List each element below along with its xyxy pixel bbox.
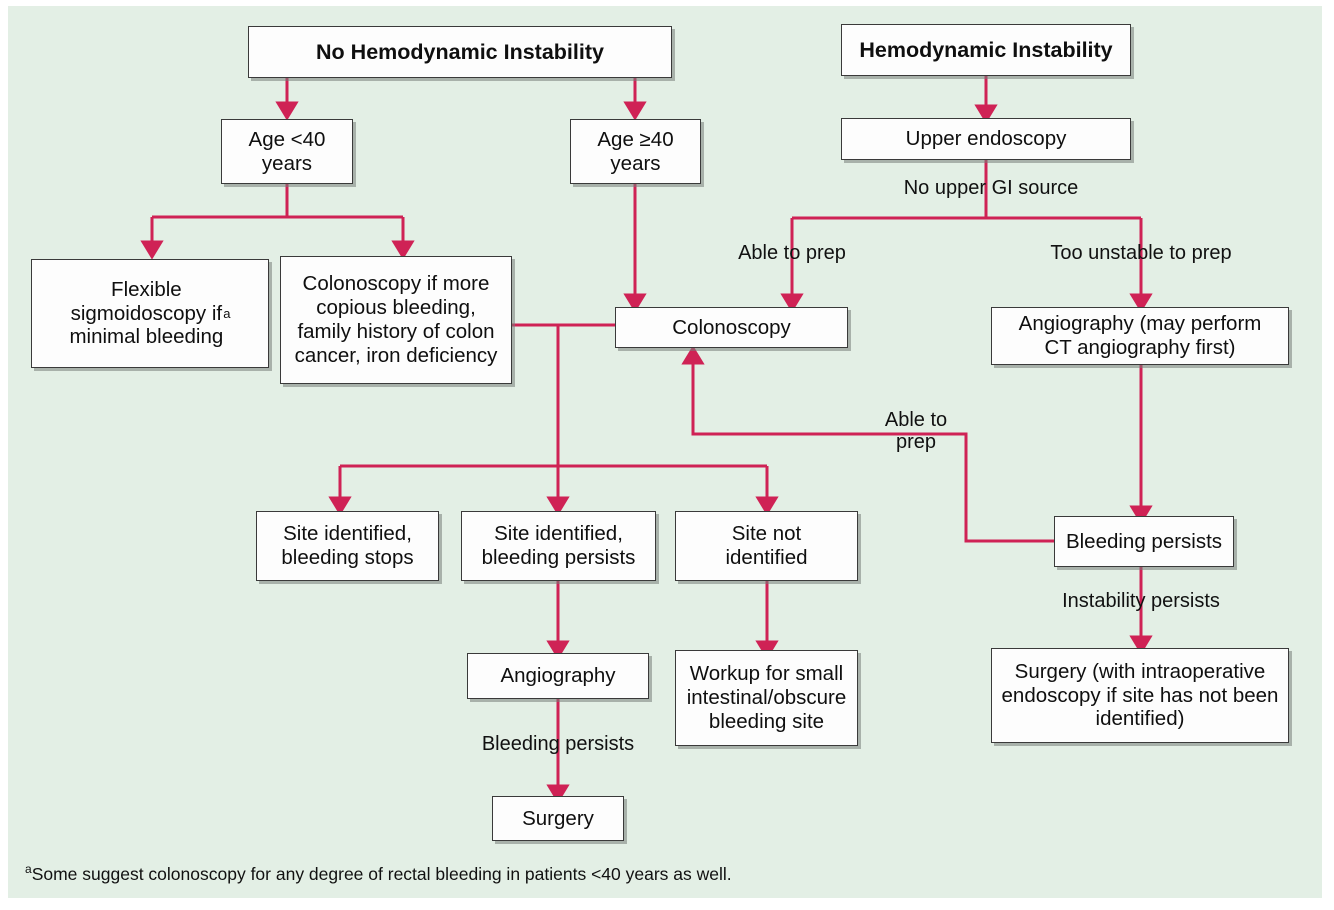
node-flexible-sigmoidoscopy-text: Flexible sigmoidoscopy if minimal bleedi… (69, 277, 224, 349)
footnote-superscript: a (25, 862, 32, 876)
node-workup-small-bowel: Workup for small intestinal/obscure blee… (675, 650, 858, 746)
node-site-not-identified: Site not identified (675, 511, 858, 581)
node-angiography-ct: Angiography (may perform CT angiography … (991, 307, 1289, 365)
edge-label-able-to-prep-mid: Able to prep (884, 409, 948, 454)
edge-label-too-unstable-to-prep: Too unstable to prep (1050, 242, 1232, 264)
edge-bleeding-persists-back-to-colonoscopy (681, 345, 1054, 543)
node-no-hemodynamic-instability: No Hemodynamic Instability (248, 26, 672, 78)
edge-label-no-upper-gi-source: No upper GI source (903, 177, 1079, 199)
node-surgery-intraoperative: Surgery (with intraoperative endoscopy i… (991, 648, 1289, 743)
edge-label-instability-persists: Instability persists (1062, 590, 1220, 612)
node-colonoscopy: Colonoscopy (615, 307, 848, 348)
node-bleeding-persists-right: Bleeding persists (1054, 516, 1234, 567)
node-angiography: Angiography (467, 653, 649, 699)
node-site-identified-bleeding-persists: Site identified, bleeding persists (461, 511, 656, 581)
node-hemodynamic-instability: Hemodynamic Instability (841, 24, 1131, 76)
edge-label-able-to-prep-top: Able to prep (738, 242, 846, 264)
node-upper-endoscopy: Upper endoscopy (841, 118, 1131, 160)
footnote-text: Some suggest colonoscopy for any degree … (31, 863, 732, 884)
node-colonoscopy-if-more: Colonoscopy if more copious bleeding, fa… (280, 256, 512, 384)
node-age-under-40: Age <40 years (221, 119, 353, 184)
node-site-identified-bleeding-stops: Site identified, bleeding stops (256, 511, 439, 581)
node-age-over-40: Age ≥40 years (570, 119, 701, 184)
footnote: aSome suggest colonoscopy for any degree… (25, 862, 1225, 885)
edge-label-bleeding-persists: Bleeding persists (481, 733, 635, 755)
node-surgery: Surgery (492, 796, 624, 841)
node-flexible-sigmoidoscopy: Flexible sigmoidoscopy if minimal bleedi… (31, 259, 269, 368)
